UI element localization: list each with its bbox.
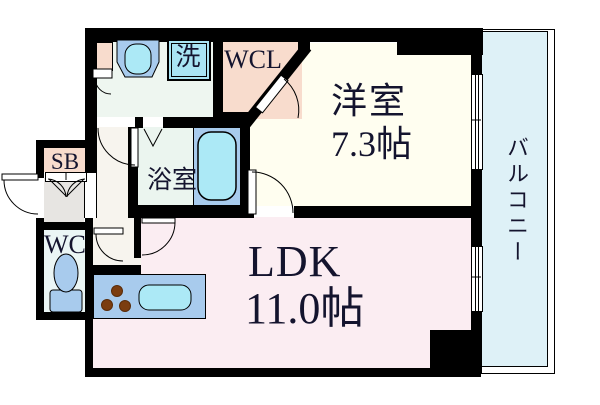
window — [471, 246, 483, 312]
wall-segment — [85, 368, 481, 377]
wall-segment — [36, 140, 88, 148]
door-leaf-front — [1, 173, 39, 181]
wall-segment — [36, 218, 44, 320]
wall-segment — [163, 117, 223, 128]
wall-segment — [471, 55, 482, 74]
kitchen-counter — [93, 274, 206, 319]
wall-segment — [134, 217, 141, 258]
room-size-ldk: 11.0帖 — [245, 284, 365, 333]
window-sash-line — [478, 75, 479, 169]
room-label-laundry: 洗 — [175, 44, 201, 71]
room-label-balcony: バルコニー — [504, 136, 529, 266]
room-label-shoebox: SB — [50, 149, 80, 174]
window-sash-line — [478, 247, 479, 311]
wall-segment — [36, 222, 93, 230]
storage-closet — [96, 42, 113, 71]
wall-segment — [397, 42, 483, 55]
washing-machine-pan-inner — [171, 43, 207, 77]
wall-segment — [430, 330, 481, 377]
wall-segment — [240, 122, 250, 217]
wall-segment — [36, 312, 93, 320]
room-label-western: 洋室 — [331, 81, 408, 121]
wall-segment — [471, 310, 482, 334]
window — [471, 74, 483, 170]
room-label-wc: WC — [44, 230, 86, 259]
window-sash-line — [474, 247, 476, 311]
wall-segment — [128, 205, 254, 218]
washing-machine-pan — [167, 39, 211, 81]
room-label-wcl: WCL — [224, 45, 282, 74]
room-floor-shoebox — [44, 148, 85, 172]
balcony — [481, 31, 548, 367]
wall-segment — [135, 117, 143, 128]
room-label-ldk: LDK — [248, 237, 342, 286]
wall-segment — [85, 28, 97, 173]
wall-segment — [93, 265, 141, 274]
door-arc-front — [3, 179, 39, 215]
window-sash-line — [474, 75, 476, 169]
wall-segment — [36, 140, 44, 178]
wall-segment — [85, 218, 93, 377]
wall-segment — [298, 28, 310, 52]
wall-segment — [213, 28, 223, 128]
wall-segment — [128, 127, 138, 217]
room-label-bathroom: 浴室 — [147, 167, 198, 194]
room-floor-entrance — [44, 178, 84, 222]
wall-segment — [85, 28, 483, 42]
wall-segment — [294, 206, 477, 218]
bathtub-panel — [193, 127, 241, 206]
room-size-western: 7.3帖 — [331, 124, 413, 164]
